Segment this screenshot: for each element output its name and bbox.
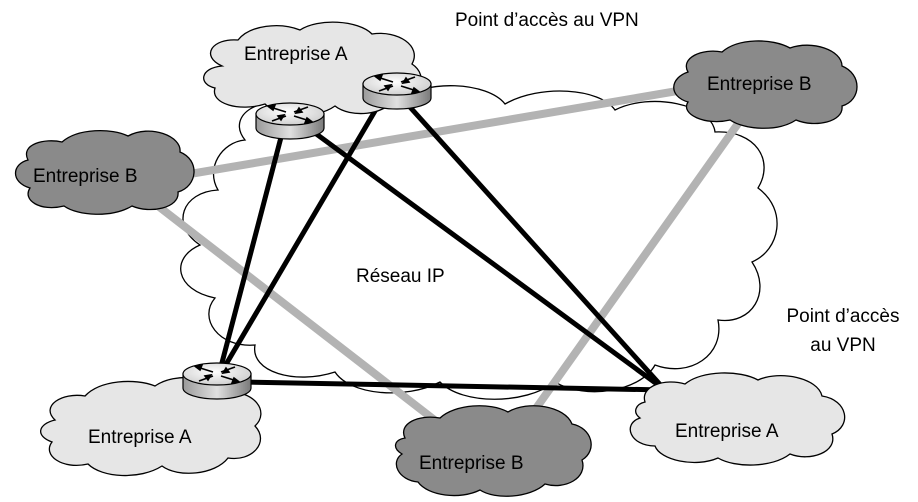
site-label-b-bottom: Entreprise B — [419, 453, 524, 474]
vpn-link-a4 — [398, 94, 667, 392]
company-b-cloud-top-right — [673, 40, 858, 129]
site-label-a-bottom-left: Entreprise A — [88, 427, 192, 448]
router-icon — [362, 72, 432, 110]
router-icon — [255, 102, 325, 140]
ip-network-cloud — [180, 85, 778, 400]
site-label-b-left: Entreprise B — [33, 166, 138, 187]
company-a-cloud-bottom-right — [629, 372, 846, 466]
vpn-link-a5 — [239, 379, 666, 393]
vpn-link-b-left-top-right — [174, 84, 699, 180]
company-b-links — [154, 84, 746, 449]
access-point-label-right-line2: au VPN — [810, 334, 876, 356]
site-label-b-top-right: Entreprise B — [707, 74, 812, 95]
router-icon — [182, 362, 252, 400]
access-point-label-top: Point d’accès au VPN — [455, 10, 639, 31]
access-point-label-right-line1: Point d’accès — [786, 306, 900, 327]
vpn-link-b-left-bottom — [154, 202, 454, 436]
vpn-link-a1 — [215, 121, 288, 379]
access-point-label-right: Point d’accès au VPN — [770, 306, 916, 358]
company-b-cloud-bottom — [394, 405, 592, 497]
network-label: Réseau IP — [356, 266, 445, 287]
company-a-cloud-bottom-left — [40, 376, 262, 477]
site-label-a-top: Entreprise A — [244, 44, 348, 65]
company-a-links — [215, 92, 667, 393]
company-b-cloud-left — [14, 129, 195, 215]
vpn-link-a2 — [215, 92, 388, 380]
vpn-link-b-top-right-bottom — [506, 114, 746, 449]
vpn-link-a3 — [298, 119, 667, 393]
site-label-a-bottom-right: Entreprise A — [675, 421, 779, 442]
